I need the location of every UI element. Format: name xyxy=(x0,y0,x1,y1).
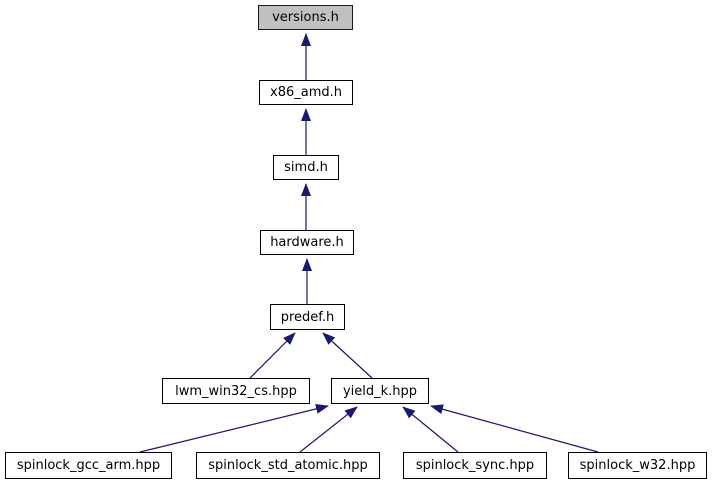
node-spinlock-std-atomic-hpp[interactable]: spinlock_std_atomic.hpp xyxy=(196,452,380,479)
node-simd-h[interactable]: simd.h xyxy=(273,155,339,180)
edge-spinlocksync-to-yieldk xyxy=(402,406,459,453)
edge-spinlockstdatomic-to-yieldk xyxy=(299,406,358,453)
edge-spinlockgccarm-to-yieldk xyxy=(139,403,329,453)
node-yield-k-hpp[interactable]: yield_k.hpp xyxy=(331,378,429,404)
node-predef-h[interactable]: predef.h xyxy=(270,304,345,330)
edge-lwmwin32cs-to-predef xyxy=(249,332,296,379)
edge-yieldk-to-predef xyxy=(322,332,373,379)
node-versions-h[interactable]: versions.h xyxy=(258,5,353,30)
node-spinlock-w32-hpp[interactable]: spinlock_w32.hpp xyxy=(568,452,707,479)
node-spinlock-gcc-arm-hpp[interactable]: spinlock_gcc_arm.hpp xyxy=(5,452,172,479)
node-spinlock-sync-hpp[interactable]: spinlock_sync.hpp xyxy=(403,452,547,479)
edge-spinlockw32-to-yieldk xyxy=(430,404,599,453)
node-lwm-win32-cs-hpp[interactable]: lwm_win32_cs.hpp xyxy=(162,378,310,404)
node-x86-amd-h[interactable]: x86_amd.h xyxy=(259,80,353,105)
node-hardware-h[interactable]: hardware.h xyxy=(260,230,354,255)
